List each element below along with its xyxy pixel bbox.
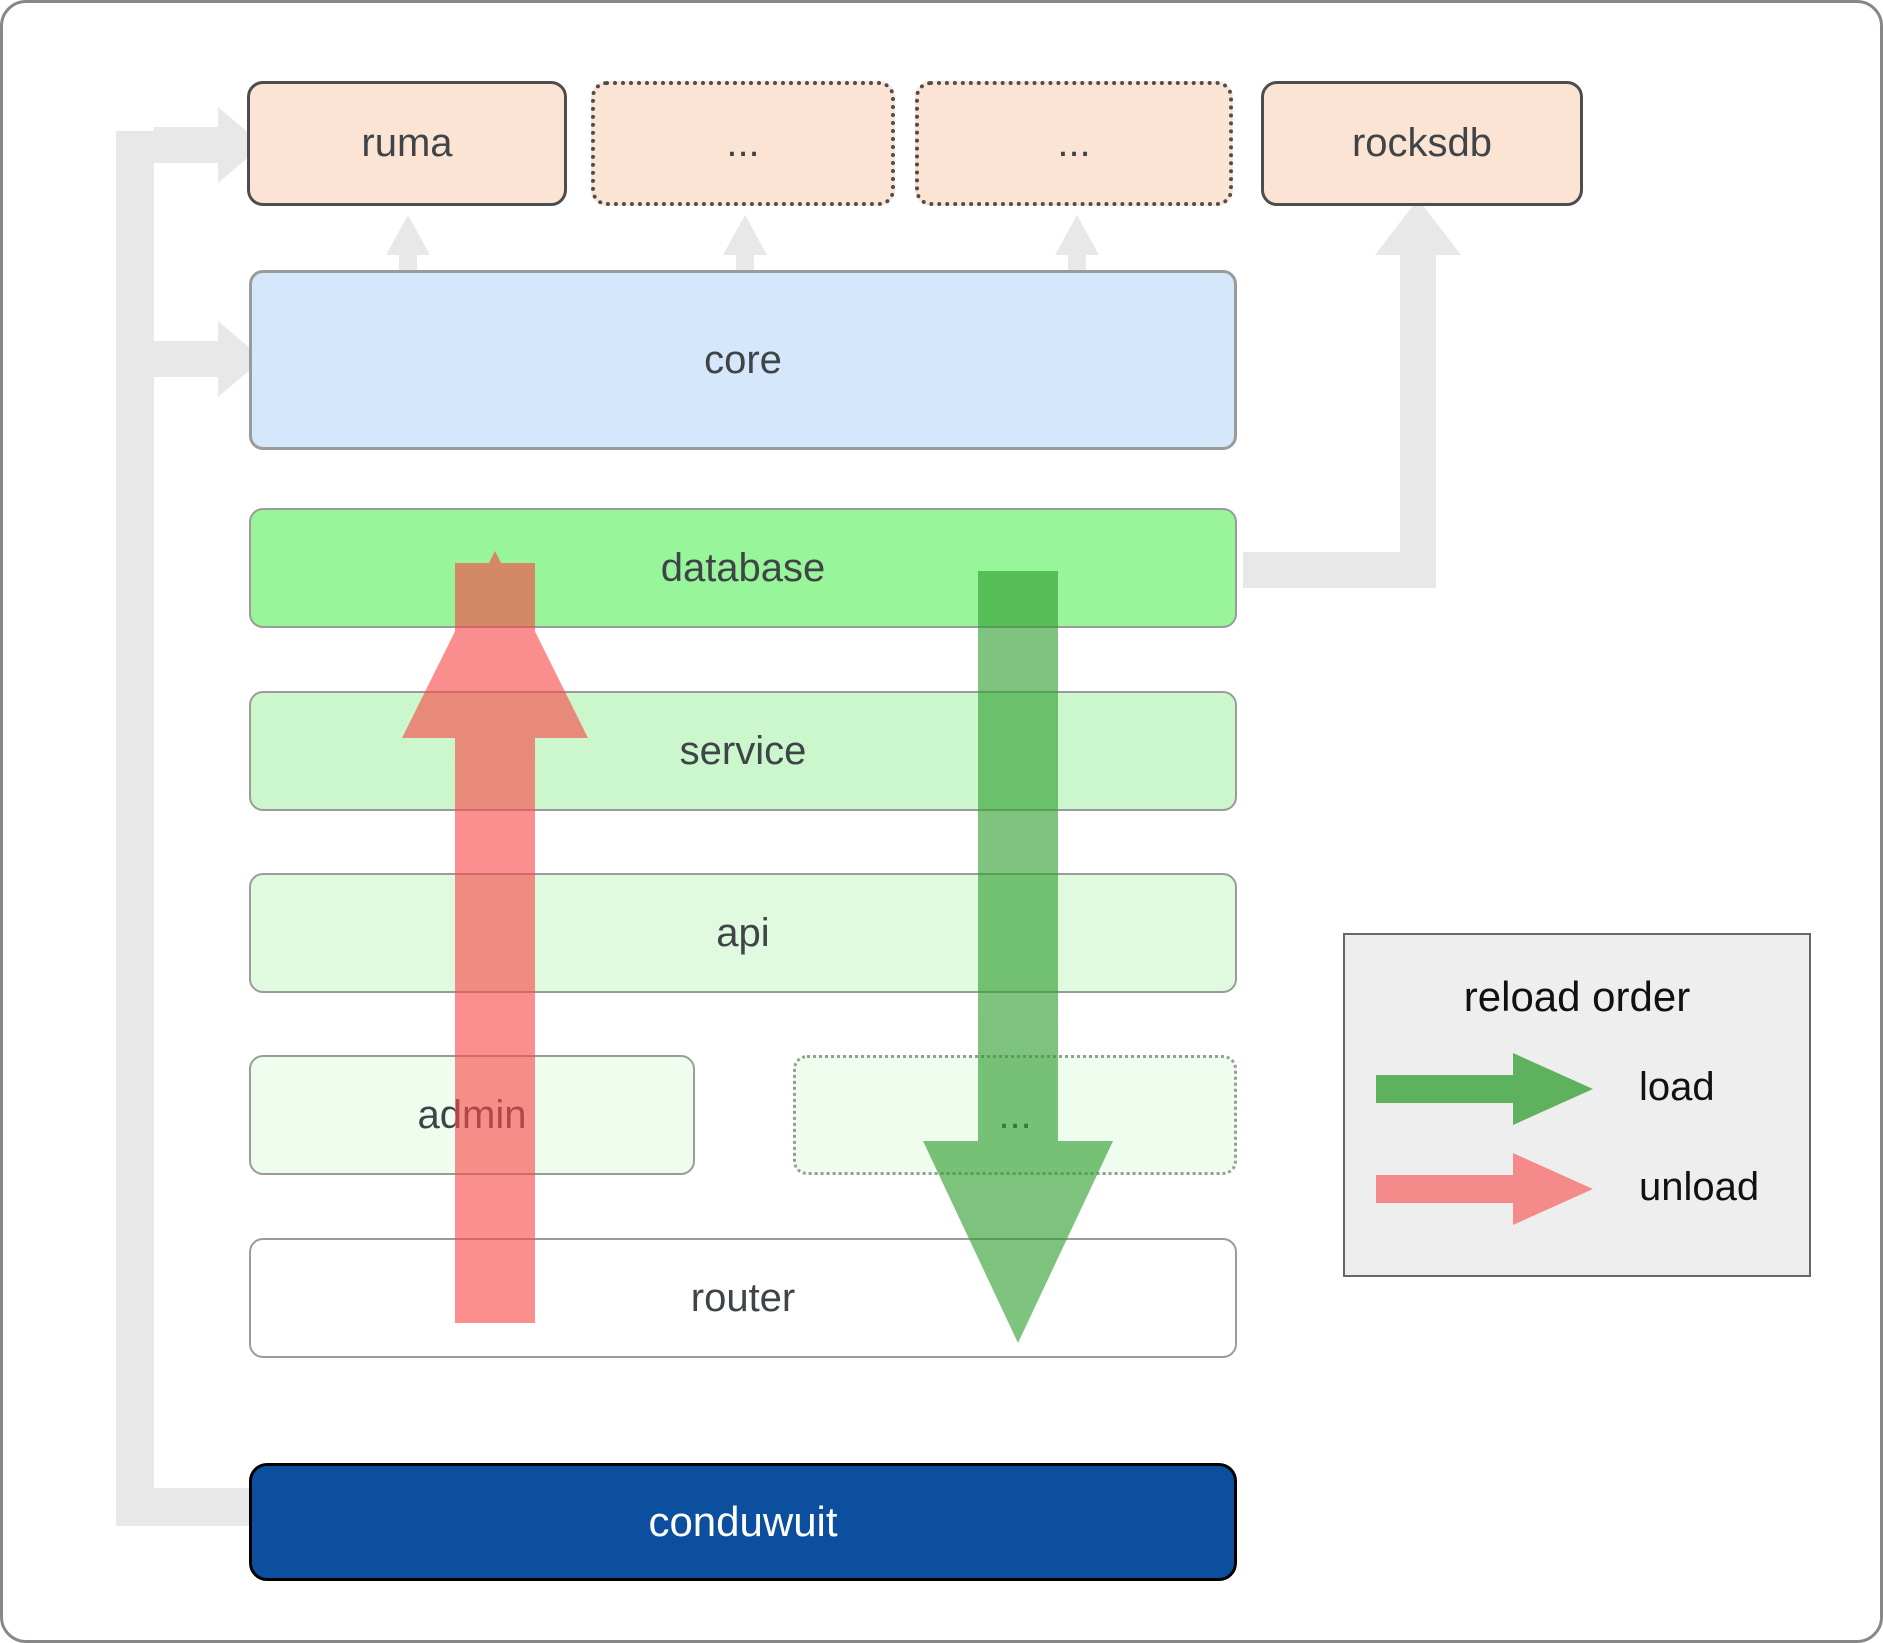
arrow-core-to-dots2 [1055,215,1099,255]
layer-label: api [716,910,770,955]
right-connector-group [1243,199,1461,588]
dependency-box-dots-1[interactable]: ... [591,81,895,206]
dependency-label: ... [726,121,760,165]
layer-box-router[interactable]: router [249,1238,1237,1358]
legend-label-load: load [1639,1065,1715,1109]
dependency-label: ruma [361,121,453,165]
legend-load-shaft [1376,1075,1536,1103]
core-label: core [704,337,782,382]
layer-label: database [660,545,826,590]
dependency-box-rocksdb[interactable]: rocksdb [1261,81,1583,206]
core-box[interactable]: core [249,270,1237,450]
branch-core-stem [154,341,235,377]
branch-ruma-stem [154,127,235,163]
layer-box-admin[interactable]: admin [249,1055,695,1175]
root-label: conduwuit [648,1498,838,1545]
legend-label-unload: unload [1639,1165,1760,1209]
arrow-core-to-dots1 [723,215,767,255]
dependency-label: rocksdb [1351,121,1493,165]
layer-label: router [690,1275,796,1320]
legend-panel: reload order load unload [1343,933,1811,1277]
legend-unload-shaft [1376,1175,1536,1203]
layer-box-service[interactable]: service [249,691,1237,811]
legend-title: reload order [1463,973,1691,1020]
right-connector-horizontal [1243,552,1418,588]
root-box-conduwuit[interactable]: conduwuit [249,1463,1237,1581]
reload-arrow-layer [402,551,1113,1343]
left-trunk-vertical [116,131,154,1526]
dependency-box-ruma[interactable]: ruma [247,81,567,206]
right-connector-vertical [1400,243,1436,588]
right-connector-arrowhead [1375,199,1461,255]
dependency-label: ... [1057,121,1091,165]
layer-label: service [679,728,807,773]
left-trunk-bottom-elbow [116,1488,251,1526]
layer-label: admin [417,1092,527,1137]
legend-load-arrow [1376,1053,1593,1125]
legend-unload-arrow [1376,1153,1593,1225]
layer-box-api[interactable]: api [249,873,1237,993]
layer-box-dots[interactable]: ... [793,1055,1237,1175]
arrow-core-to-ruma [386,215,430,255]
layer-label: ... [998,1092,1032,1137]
left-connector-group [116,107,263,1526]
legend-arrow-graphics [1376,1053,1593,1225]
dependency-box-dots-2[interactable]: ... [915,81,1233,206]
layer-box-database[interactable]: database [249,508,1237,628]
legend-unload-head [1513,1153,1593,1225]
connector-layer [116,107,1461,1526]
legend-load-head [1513,1053,1593,1125]
